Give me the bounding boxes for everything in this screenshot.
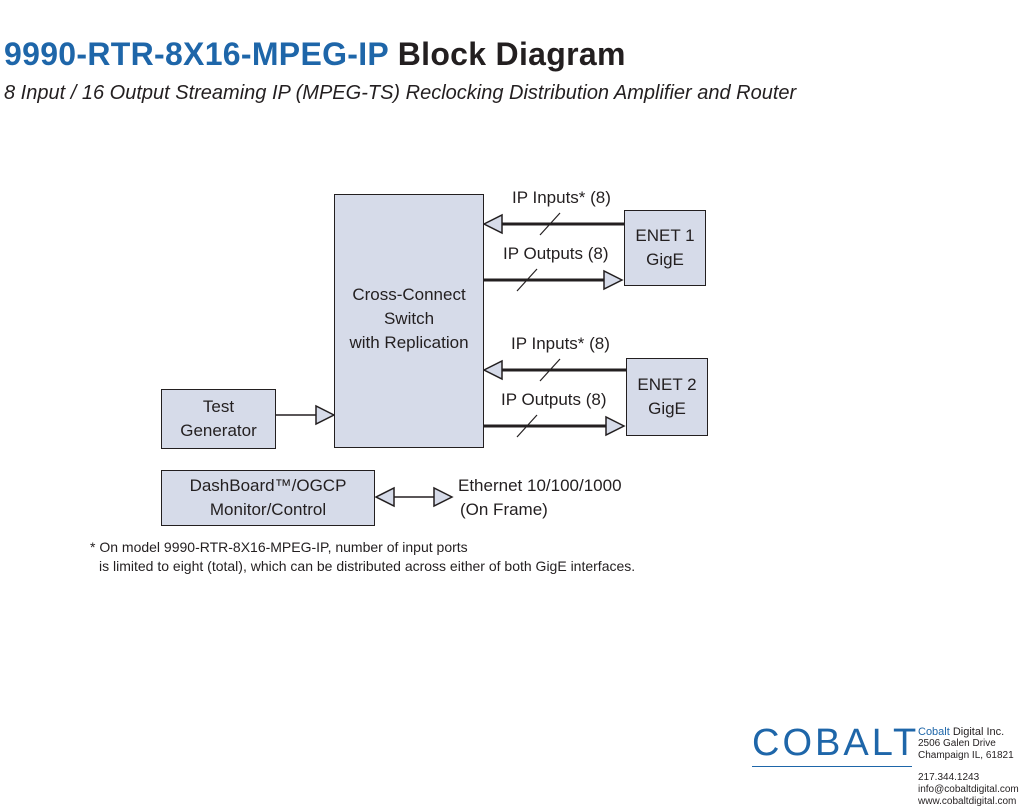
enet2-line-2: GigE xyxy=(648,399,686,418)
page-title: 9990-RTR-8X16-MPEG-IP Block Diagram xyxy=(4,36,626,73)
test-generator-line-2: Generator xyxy=(180,421,257,440)
enet2-output-arrow xyxy=(484,414,626,438)
enet2-line-1: ENET 2 xyxy=(637,375,697,394)
enet1-input-arrow xyxy=(482,212,624,236)
switch-line-1: Cross-Connect xyxy=(352,285,466,304)
footnote-line-2: is limited to eight (total), which can b… xyxy=(99,558,636,574)
ethernet-label-line-2: (On Frame) xyxy=(460,500,548,519)
company-contact: 217.344.1243 info@cobaltdigital.com www.… xyxy=(918,772,1019,808)
cross-connect-switch-box: Cross-Connect Switch with Replication xyxy=(334,194,484,448)
company-name-rest: Digital Inc. xyxy=(949,726,1005,738)
enet2-gige-box: ENET 2 GigE xyxy=(626,358,708,436)
page-subtitle: 8 Input / 16 Output Streaming IP (MPEG-T… xyxy=(4,82,797,104)
cobalt-logo: COBALT xyxy=(752,722,920,764)
switch-line-2: Switch xyxy=(383,309,435,328)
dashboard-line-1: DashBoard™/OGCP xyxy=(189,476,347,495)
footnote-line-1: * On model 9990-RTR-8X16-MPEG-IP, number… xyxy=(90,539,468,555)
enet1-line-1: ENET 1 xyxy=(635,226,695,245)
enet1-line-2: GigE xyxy=(646,250,684,269)
test-generator-box: Test Generator xyxy=(161,389,276,449)
address-line-2: Champaign IL, 61821 xyxy=(918,750,1014,761)
company-address: Cobalt Digital Inc. 2506 Galen Drive Cha… xyxy=(918,726,1014,762)
title-suffix: Block Diagram xyxy=(397,36,626,72)
logo-underline xyxy=(752,766,912,767)
test-generator-line-1: Test xyxy=(202,397,235,416)
model-number: 9990-RTR-8X16-MPEG-IP xyxy=(4,36,389,72)
enet1-output-label: IP Outputs (8) xyxy=(503,244,609,263)
enet1-gige-box: ENET 1 GigE xyxy=(624,210,706,286)
email-address[interactable]: info@cobaltdigital.com xyxy=(918,784,1019,795)
enet2-input-arrow xyxy=(482,358,626,382)
website-link[interactable]: www.cobaltdigital.com xyxy=(918,796,1017,807)
enet2-output-label: IP Outputs (8) xyxy=(501,390,607,409)
company-name-brand: Cobalt xyxy=(918,726,950,738)
dashboard-line-2: Monitor/Control xyxy=(209,500,327,519)
enet1-input-label: IP Inputs* (8) xyxy=(512,188,611,207)
enet2-input-label: IP Inputs* (8) xyxy=(511,334,610,353)
ethernet-bidirectional-arrow xyxy=(374,486,454,508)
phone-number: 217.344.1243 xyxy=(918,772,980,783)
enet1-output-arrow xyxy=(484,268,624,292)
test-generator-arrow xyxy=(276,404,336,426)
ethernet-label-line-1: Ethernet 10/100/1000 xyxy=(458,476,622,495)
dashboard-control-box: DashBoard™/OGCP Monitor/Control xyxy=(161,470,375,526)
switch-line-3: with Replication xyxy=(349,333,469,352)
address-line-1: 2506 Galen Drive xyxy=(918,738,996,749)
company-name: Cobalt Digital Inc. xyxy=(918,726,1014,738)
